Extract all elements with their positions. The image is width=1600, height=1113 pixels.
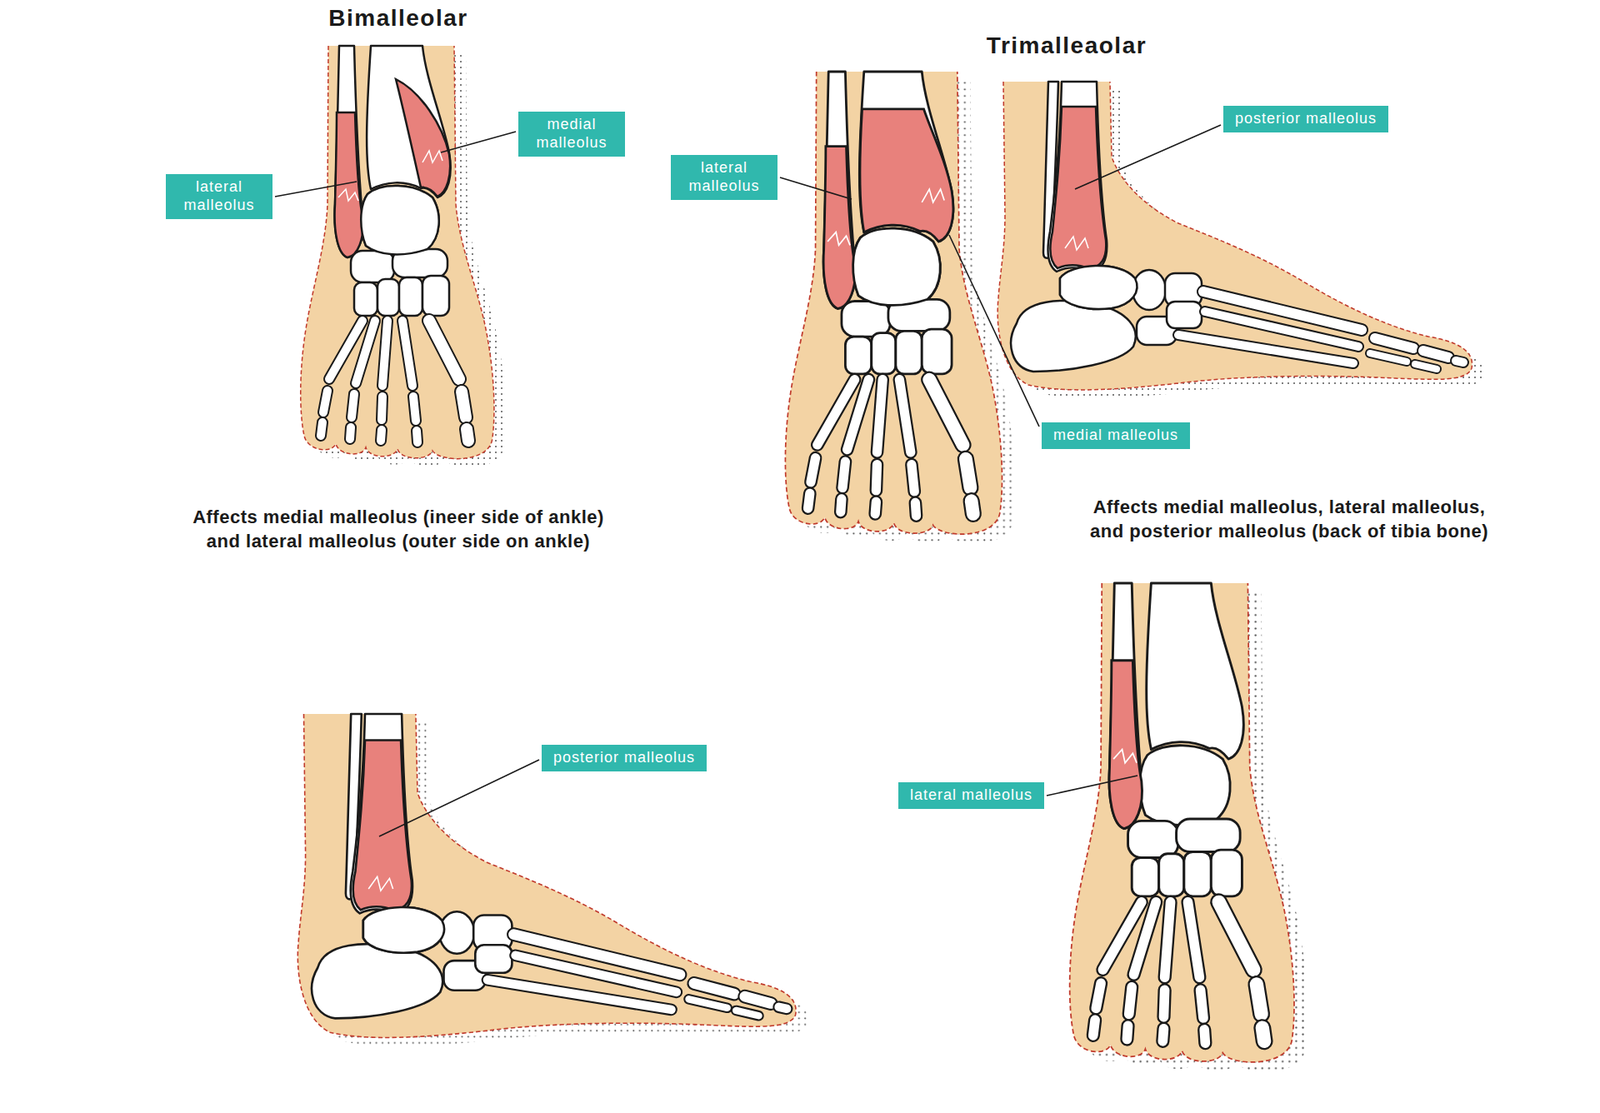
label-tag: posterior malleolus xyxy=(541,745,707,772)
skin xyxy=(297,714,796,1038)
bones xyxy=(311,714,787,1019)
label-tag: lateral malleolus xyxy=(165,174,273,219)
ankle-front-view xyxy=(785,71,1015,544)
skin xyxy=(997,81,1472,390)
label-text: lateral malleolus xyxy=(177,178,261,215)
ankle-front-view xyxy=(1070,583,1309,1073)
leader-line xyxy=(440,131,516,153)
bones xyxy=(1010,81,1464,372)
leader-line xyxy=(379,760,540,837)
ankle-side-view xyxy=(297,714,809,1047)
panel-heading: Bimalleolar xyxy=(328,5,468,32)
fracture-area xyxy=(395,79,450,197)
fracture-line xyxy=(827,232,850,246)
label-text: lateral malleolus xyxy=(682,159,766,195)
leader-line xyxy=(1046,775,1138,796)
fracture-line xyxy=(1113,750,1137,764)
panel-description: Affects medial malleolus, lateral malleo… xyxy=(1080,495,1498,544)
leader-line xyxy=(275,181,357,197)
fracture-line xyxy=(368,876,393,891)
leader-lines xyxy=(275,125,1221,837)
talus-bone xyxy=(853,228,941,305)
panel-description: Affects medial malleolus (ineer side of … xyxy=(190,505,607,554)
label-tag: lateral malleolus xyxy=(670,155,778,200)
fracture-area xyxy=(1109,660,1142,830)
fracture-line xyxy=(422,150,443,163)
label-text: posterior malleolus xyxy=(553,749,695,768)
label-text: posterior malleolus xyxy=(1235,110,1377,129)
skin xyxy=(1070,583,1295,1063)
leader-line xyxy=(949,235,1040,427)
fracture-line xyxy=(1065,236,1089,250)
label-tag: posterior malleolus xyxy=(1223,105,1389,133)
bones xyxy=(808,71,974,516)
leader-line xyxy=(1075,125,1221,190)
bones xyxy=(320,45,469,443)
panel-heading: Trimalleaolar xyxy=(986,32,1147,60)
talus-bone xyxy=(363,907,445,954)
ankle-front-view xyxy=(300,45,506,468)
label-text: medial malleolus xyxy=(530,115,614,152)
label-tag: lateral malleolus xyxy=(898,782,1045,810)
talus-bone xyxy=(1060,265,1137,310)
fracture-area xyxy=(860,109,954,242)
label-text: medial malleolus xyxy=(1053,426,1179,445)
skin xyxy=(300,45,495,460)
bones xyxy=(1093,583,1265,1044)
leader-line xyxy=(780,177,852,200)
label-tag: medial malleolus xyxy=(1041,422,1190,450)
label-tag: medial malleolus xyxy=(518,111,625,156)
fracture-line xyxy=(338,189,359,201)
skin xyxy=(785,71,1002,535)
fracture-area xyxy=(823,146,855,310)
ankle-side-view xyxy=(997,81,1484,399)
fracture-line xyxy=(921,189,945,203)
label-text: lateral malleolus xyxy=(910,786,1033,805)
talus-bone xyxy=(360,185,439,255)
